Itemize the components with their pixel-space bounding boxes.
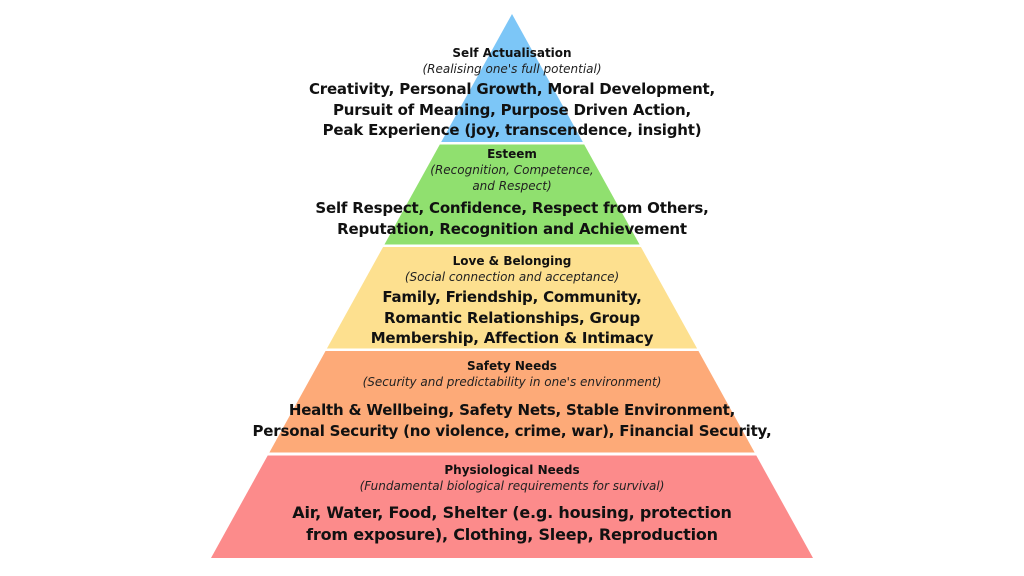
- level-body: Personal Security (no violence, crime, w…: [252, 421, 772, 440]
- level-subtitle: and Respect): [472, 179, 552, 193]
- tier-love-belonging: [326, 247, 698, 349]
- level-body: Pursuit of Meaning, Purpose Driven Actio…: [332, 100, 692, 119]
- level-love-belonging: Love & Belonging (Social connection and …: [212, 253, 812, 349]
- tier-physiological: [211, 455, 813, 558]
- level-esteem: Esteem (Recognition, Competence, and Res…: [212, 146, 812, 239]
- level-body: Romantic Relationships, Group: [384, 308, 640, 327]
- level-body: Family, Friendship, Community,: [382, 288, 642, 306]
- level-self-actualisation: Self Actualisation (Realising one's full…: [212, 45, 812, 141]
- level-title: Physiological Needs: [444, 463, 580, 477]
- level-subtitle: (Recognition, Competence,: [430, 163, 594, 177]
- level-title: Love & Belonging: [452, 254, 572, 268]
- level-body: from exposure), Clothing, Sleep, Reprodu…: [306, 525, 718, 544]
- level-physiological: Physiological Needs (Fundamental biologi…: [212, 462, 812, 546]
- level-body: Creativity, Personal Growth, Moral Devel…: [308, 80, 716, 98]
- level-body: Health & Wellbeing, Safety Nets, Stable …: [288, 401, 736, 419]
- tier-self-actualisation: [441, 14, 583, 142]
- level-body: Self Respect, Confidence, Respect from O…: [315, 199, 709, 217]
- level-body: Membership, Affection & Intimacy: [370, 329, 654, 347]
- level-body: Reputation, Recognition and Achievement: [337, 219, 687, 238]
- level-subtitle: (Realising one's full potential): [422, 62, 602, 76]
- level-body: Peak Experience (joy, transcendence, ins…: [322, 121, 702, 139]
- tier-esteem: [384, 144, 640, 245]
- level-body: Air, Water, Food, Shelter (e.g. housing,…: [292, 503, 732, 522]
- level-subtitle: (Security and predictability in one's en…: [362, 375, 662, 389]
- tier-safety: [269, 351, 755, 453]
- level-subtitle: (Fundamental biological requirements for…: [359, 479, 665, 493]
- level-title: Esteem: [487, 147, 537, 161]
- level-safety: Safety Needs (Security and predictabilit…: [212, 358, 812, 441]
- level-title: Safety Needs: [467, 359, 557, 373]
- level-subtitle: (Social connection and acceptance): [404, 270, 620, 284]
- level-title: Self Actualisation: [452, 46, 572, 60]
